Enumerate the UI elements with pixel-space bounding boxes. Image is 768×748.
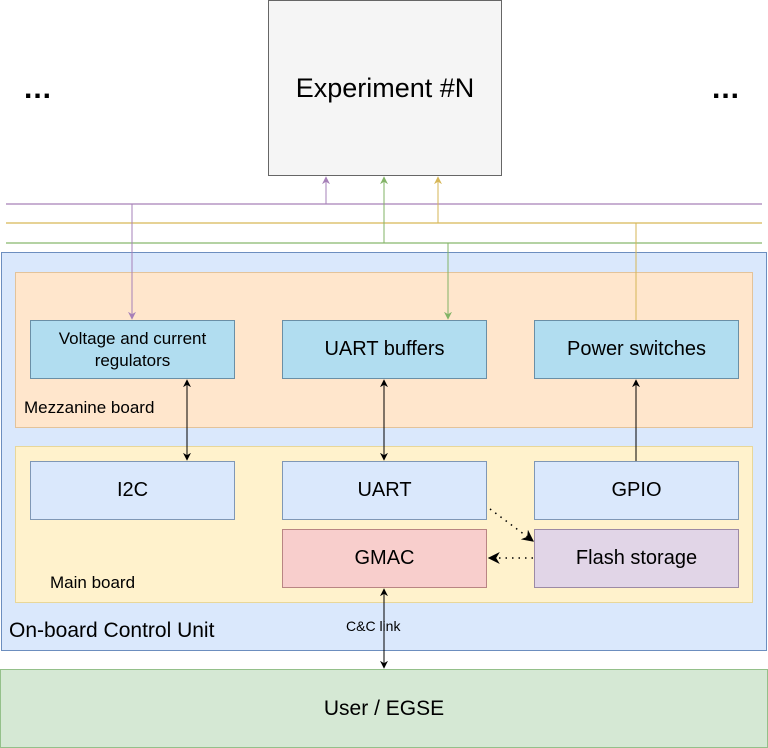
mezzanine-board-label: Mezzanine board xyxy=(24,398,155,417)
gpio-label: GPIO xyxy=(611,479,662,501)
experiment-block: Experiment #N xyxy=(268,0,502,176)
gmac-label: GMAC xyxy=(354,547,415,569)
experiment-label: Experiment #N xyxy=(295,72,475,103)
i2c-block: I2C xyxy=(30,461,235,520)
flash-storage-label: Flash storage xyxy=(575,547,698,569)
ellipsis-right: ... xyxy=(712,72,741,105)
gpio-block: GPIO xyxy=(534,461,739,520)
regulators-block: Voltage and current regulators xyxy=(30,320,235,379)
i2c-label: I2C xyxy=(116,479,149,501)
flash-storage-block: Flash storage xyxy=(534,529,739,588)
power-switches-block: Power switches xyxy=(534,320,739,379)
onboard-control-unit-label: On-board Control Unit xyxy=(9,619,215,642)
power-switches-label: Power switches xyxy=(567,338,706,360)
user-egse-label: User / EGSE xyxy=(323,696,445,720)
cc-link-label: C&C link xyxy=(345,618,402,634)
uart-buffers-block: UART buffers xyxy=(282,320,487,379)
uart-label: UART xyxy=(357,479,412,501)
gmac-block: GMAC xyxy=(282,529,487,588)
ellipsis-left: ... xyxy=(24,72,53,105)
user-egse-block: User / EGSE xyxy=(0,669,768,748)
regulators-label: Voltage and current regulators xyxy=(58,328,207,370)
main-board-label: Main board xyxy=(50,573,136,592)
uart-buffers-label: UART buffers xyxy=(324,338,445,360)
uart-block: UART xyxy=(282,461,487,520)
